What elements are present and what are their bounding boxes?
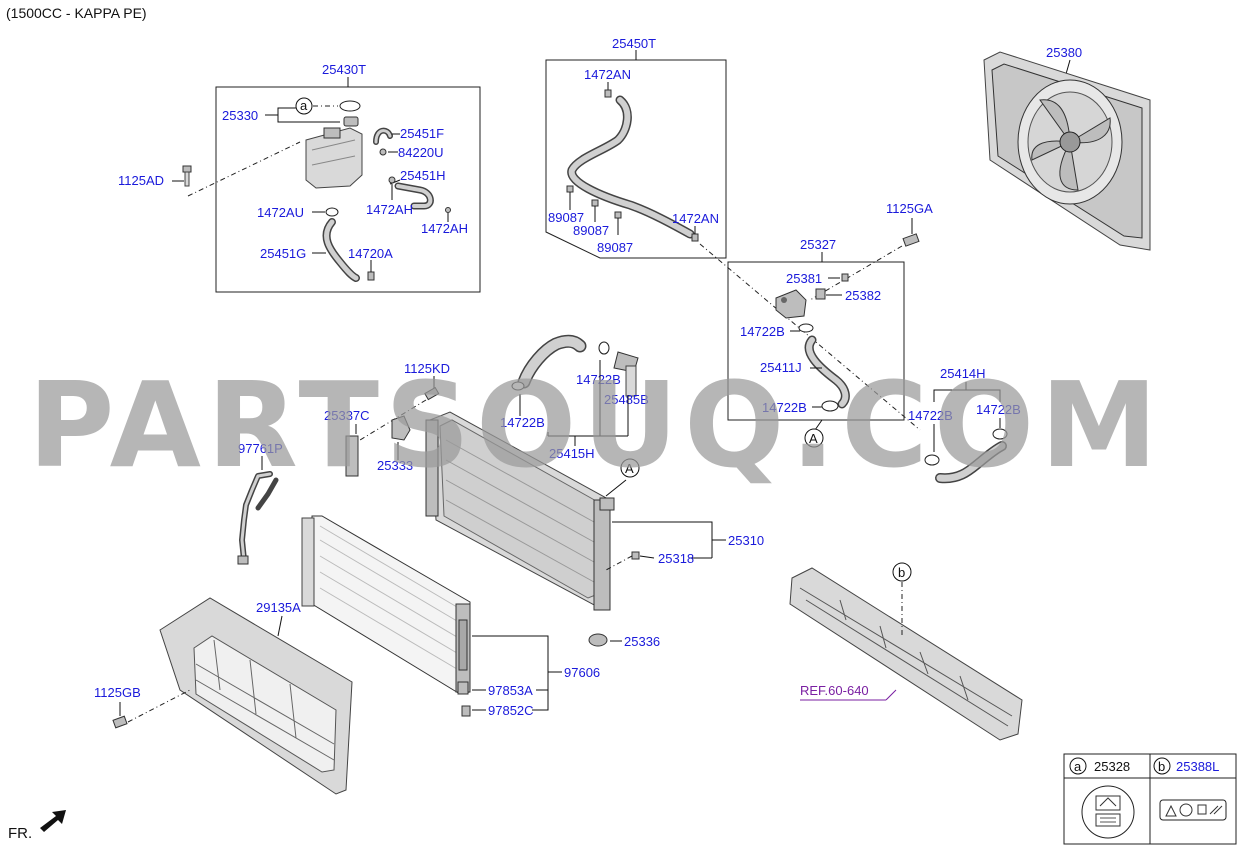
pipe-sensor-group: 97761P	[237, 441, 283, 565]
part-label-14722B-e[interactable]: 14722B	[576, 372, 621, 387]
part-label-84220U[interactable]: 84220U	[398, 145, 444, 160]
part-label-1472AN-a[interactable]: 1472AN	[584, 67, 631, 82]
part-label-1125GB[interactable]: 1125GB	[94, 685, 141, 700]
upper-hose-group: 25450T 1472AN 89087 89087 89087 1472AN	[545, 36, 921, 431]
part-label-25450T[interactable]: 25450T	[612, 36, 656, 51]
callout-A-lower-circle	[620, 458, 640, 478]
part-label-25333[interactable]: 25333	[377, 458, 413, 473]
cap-label-icon	[1081, 785, 1135, 839]
crossmember-group: b REF.60-640	[789, 562, 1023, 741]
part-label-1125KD[interactable]: 1125KD	[404, 361, 450, 376]
warning-label-icon	[1159, 799, 1227, 821]
part-label-25381[interactable]: 25381	[786, 271, 822, 286]
part-label-89087-c[interactable]: 89087	[597, 240, 633, 255]
part-label-1125AD[interactable]: 1125AD	[118, 173, 164, 188]
callout-A-upper-circle	[804, 428, 824, 448]
thermostat-group: 25327 1125GA 25381 25382 14722B 25411J 1…	[727, 201, 933, 448]
front-indicator: FR.	[8, 810, 66, 842]
crossmember-part	[789, 567, 1023, 741]
part-label-25318[interactable]: 25318	[658, 551, 694, 566]
part-label-97761P[interactable]: 97761P	[238, 441, 283, 456]
condenser-group: 97606 97853A 97852C	[301, 515, 600, 718]
part-label-25327[interactable]: 25327	[800, 237, 836, 252]
condenser-core-part	[311, 515, 471, 695]
fan-shroud-group: 25380	[983, 45, 1151, 251]
reservoir-neck-part	[323, 127, 341, 139]
part-label-25337C[interactable]: 25337C	[324, 408, 370, 423]
part-label-25451G[interactable]: 25451G	[260, 246, 306, 261]
part-label-25380[interactable]: 25380	[1046, 45, 1082, 60]
reservoir-cap-part	[343, 116, 359, 127]
radiator-group: 14722B 25485B 14722B 25415H 1125KD 25337…	[324, 334, 764, 649]
mount-part	[391, 415, 411, 441]
part-label-14722B-d[interactable]: 14722B	[976, 402, 1021, 417]
part-label-89087-b[interactable]: 89087	[573, 223, 609, 238]
part-label-25451F[interactable]: 25451F	[400, 126, 444, 141]
part-label-97606[interactable]: 97606	[564, 665, 600, 680]
part-label-25411J[interactable]: 25411J	[760, 360, 802, 375]
fan-hub-part	[1059, 131, 1081, 153]
part-label-14722B-c[interactable]: 14722B	[908, 408, 953, 423]
part-label-1125GA[interactable]: 1125GA	[886, 201, 933, 216]
legend-b-code[interactable]: 25388L	[1176, 759, 1219, 774]
drain-plug-part	[588, 633, 608, 647]
thermostat-group-frame	[727, 261, 905, 421]
o-ring-part	[339, 100, 361, 112]
part-label-89087-a[interactable]: 89087	[548, 210, 584, 225]
front-label: FR.	[8, 825, 32, 842]
part-label-25414H[interactable]: 25414H	[940, 366, 986, 381]
part-label-14720A[interactable]: 14720A	[348, 246, 393, 261]
part-label-25382[interactable]: 25382	[845, 288, 881, 303]
part-label-97852C[interactable]: 97852C	[488, 703, 534, 718]
part-label-14722B-a[interactable]: 14722B	[740, 324, 785, 339]
part-label-1472AU[interactable]: 1472AU	[257, 205, 304, 220]
watermark-text: PARTSOUQ.COM	[28, 356, 1164, 494]
front-arrow-icon	[40, 810, 66, 832]
callout-A-lower-text: A	[625, 461, 634, 476]
lower-right-hose-group: 25414H 14722B 14722B	[908, 366, 1021, 484]
upper-hose-frame	[545, 59, 727, 259]
part-label-25310[interactable]: 25310	[728, 533, 764, 548]
part-label-14722B-f[interactable]: 14722B	[500, 415, 545, 430]
callout-a-text: a	[300, 98, 308, 113]
legend-a-code[interactable]: 25328	[1094, 759, 1130, 774]
part-label-25330[interactable]: 25330	[222, 108, 258, 123]
ref-label[interactable]: REF.60-640	[800, 683, 869, 698]
reservoir-tank-part	[305, 127, 363, 189]
part-label-1472AN-b[interactable]: 1472AN	[672, 211, 719, 226]
part-label-14722B-b[interactable]: 14722B	[762, 400, 807, 415]
part-label-25415H[interactable]: 25415H	[549, 446, 595, 461]
part-label-29135A[interactable]: 29135A	[256, 600, 301, 615]
legend-a-key: a	[1074, 759, 1082, 774]
part-label-25336[interactable]: 25336	[624, 634, 660, 649]
part-label-97853A[interactable]: 97853A	[488, 683, 533, 698]
callout-a-circle	[295, 97, 313, 115]
part-label-1472AH-b[interactable]: 1472AH	[421, 221, 468, 236]
air-guard-group: 29135A 1125GB	[94, 597, 353, 795]
legend-table: a 25328 b 25388L	[1063, 753, 1237, 845]
bracket-part	[345, 435, 359, 477]
part-label-25485B[interactable]: 25485B	[604, 392, 649, 407]
thermostat-housing-part	[775, 289, 807, 319]
callout-b-text: b	[898, 565, 905, 580]
part-label-25430T[interactable]: 25430T	[322, 62, 366, 77]
legend-b-key: b	[1158, 759, 1165, 774]
callout-A-upper-text: A	[809, 431, 818, 446]
part-label-1472AH-a[interactable]: 1472AH	[366, 202, 413, 217]
diagram-title: (1500CC - KAPPA PE)	[6, 5, 147, 21]
callout-b-circle	[892, 562, 912, 582]
reservoir-group: 25430T 25330 a 25451F 84220U 25451H 1472…	[118, 62, 481, 293]
part-label-25451H[interactable]: 25451H	[400, 168, 446, 183]
